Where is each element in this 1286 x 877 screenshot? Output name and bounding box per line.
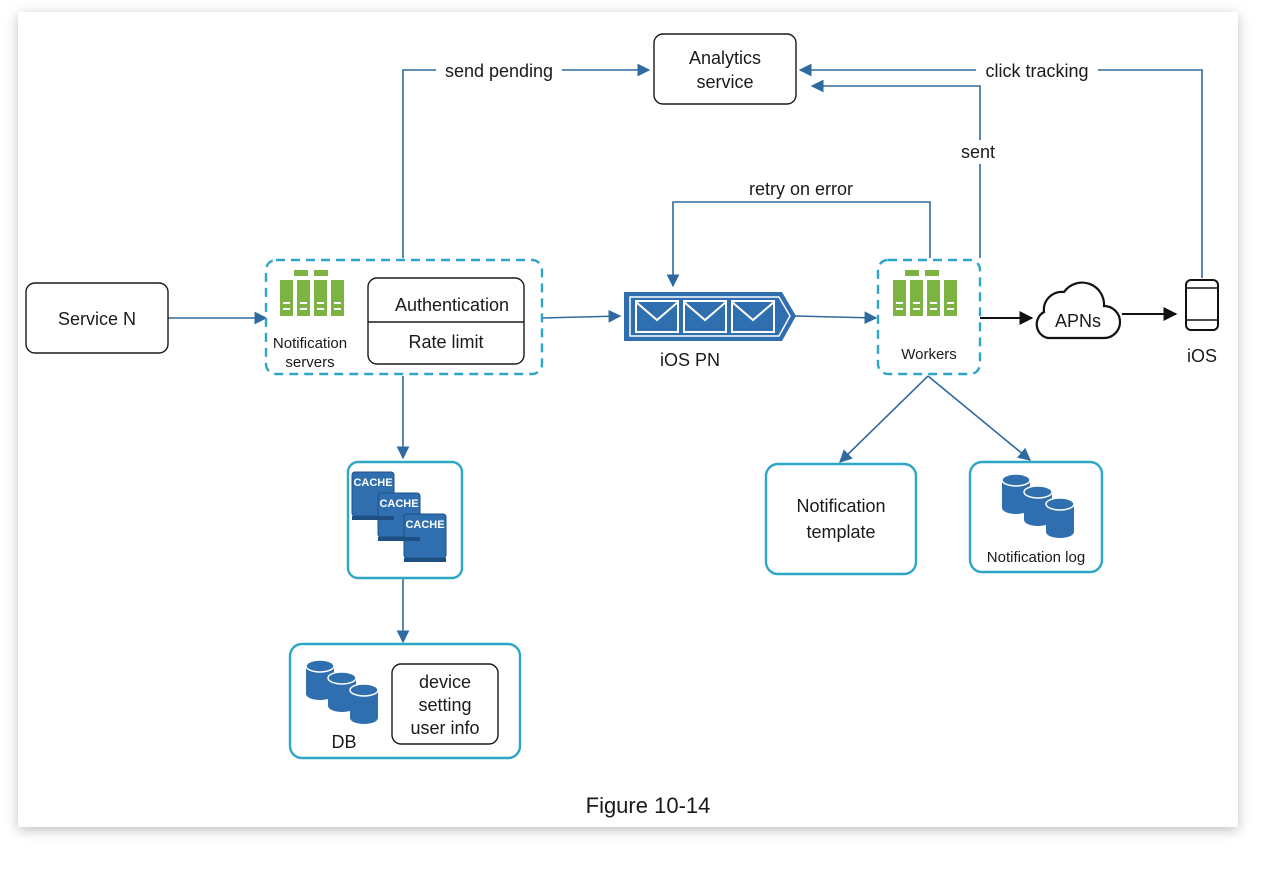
cache-tag-1: CACHE [353,477,392,489]
node-service-n[interactable]: Service N [25,282,169,354]
edge-label-send-pending: send pending [445,61,553,81]
node-analytics-service[interactable]: Analytics service [653,33,797,105]
db-info-setting: setting [418,695,471,715]
node-workers[interactable]: Workers [876,258,982,376]
node-apns[interactable]: APNs [1035,281,1122,340]
node-ios[interactable]: iOS [1185,279,1219,366]
server-rack-icon [893,270,957,316]
edge-workers-to-template [839,375,929,463]
edge-workers-to-log [927,375,1031,461]
edge-send-pending [402,63,651,258]
message-queue-icon [624,292,796,341]
figure-caption: Figure 10-14 [586,793,711,818]
notification-servers-label-line1: Notification [273,335,347,352]
apns-label: APNs [1055,311,1101,331]
edge-queue-to-workers [794,311,878,325]
analytics-label-line1: Analytics [689,48,761,68]
node-ios-pn-queue[interactable]: iOS PN [624,292,796,370]
node-notification-servers[interactable]: Notification servers Authentication Rate… [264,258,544,376]
edge-servers-to-queue [541,309,622,323]
notification-template-label-line1: Notification [796,496,885,516]
ios-label: iOS [1187,346,1217,366]
node-cache[interactable]: CACHE CACHE CACHE [346,460,464,580]
node-notification-log[interactable]: Notification log [968,460,1104,574]
edge-label-click-tracking: click tracking [985,61,1088,81]
node-db[interactable]: DB device setting user info [288,642,522,760]
db-info-user-info: user info [410,718,479,738]
cache-tag-3: CACHE [405,519,444,531]
node-notification-template[interactable]: Notification template [764,462,918,576]
db-info-device: device [419,672,471,692]
rate-limit-label: Rate limit [408,332,483,352]
authentication-label: Authentication [395,295,509,315]
notification-log-label: Notification log [987,549,1085,566]
db-label: DB [331,732,356,752]
server-rack-icon [280,270,344,316]
cloud-icon [1035,281,1122,340]
edge-label-sent: sent [961,142,995,162]
notification-template-label-line2: template [806,522,875,542]
cache-tag-2: CACHE [379,498,418,510]
edge-retry-on-error [666,201,931,288]
analytics-label-line2: service [696,72,753,92]
edges [168,63,1203,644]
edge-label-retry-on-error: retry on error [749,179,853,199]
diagram-canvas [18,12,1238,827]
cache-stack-icon [351,471,447,562]
service-n-label: Service N [58,309,136,329]
workers-label: Workers [901,346,957,363]
edge-click-tracking [798,63,1203,278]
ios-pn-label: iOS PN [660,350,720,370]
mobile-phone-icon [1185,279,1219,331]
notification-servers-label-line2: servers [285,354,334,371]
edge-sent [810,79,981,258]
